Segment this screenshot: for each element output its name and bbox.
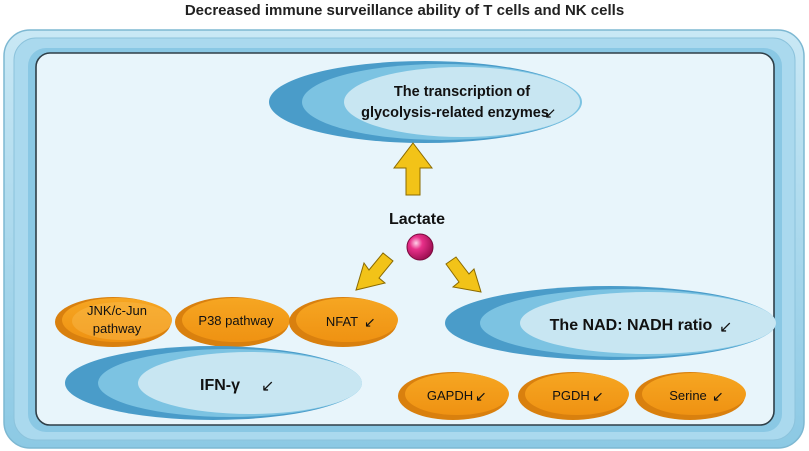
nad-label: The NAD: NADH ratio — [550, 317, 713, 334]
pill-pgdh-label: PGDH — [552, 388, 590, 403]
transcription-line2: glycolysis-related enzymes — [361, 105, 549, 121]
pill-serine-label: Serine — [669, 388, 707, 403]
nad-down-arrow: ↙ — [719, 319, 732, 336]
arrow-down-right — [445, 256, 482, 293]
pill-p38: P38 pathway — [175, 297, 290, 347]
pill-jnk-line2: pathway — [93, 321, 142, 336]
pill-gapdh-label: GAPDH — [427, 388, 473, 403]
transcription-down-arrow: ↙ — [544, 105, 557, 122]
pill-pgdh-down-arrow: ↙ — [592, 388, 604, 404]
diagram-title: Decreased immune surveillance ability of… — [184, 2, 625, 19]
pill-serine: Serine ↙ — [635, 372, 746, 420]
transcription-node: The transcription of glycolysis-related … — [269, 61, 582, 143]
lactate-molecule-icon — [406, 233, 434, 261]
pill-jnk: JNK/c-Jun pathway — [55, 297, 172, 347]
transcription-line1: The transcription of — [394, 84, 530, 100]
arrow-up — [392, 142, 434, 196]
lactate-label: Lactate — [389, 211, 445, 228]
pill-gapdh: GAPDH ↙ — [398, 372, 509, 420]
pill-gapdh-down-arrow: ↙ — [475, 388, 487, 404]
arrow-down-left — [355, 252, 394, 291]
pill-jnk-line1: JNK/c-Jun — [87, 303, 147, 318]
pill-nfat-label: NFAT — [326, 314, 358, 329]
pill-serine-down-arrow: ↙ — [712, 388, 724, 404]
nad-node: The NAD: NADH ratio ↙ — [445, 286, 776, 360]
ifn-down-arrow: ↙ — [261, 378, 274, 395]
lactate-node: Lactate — [389, 211, 445, 261]
pill-p38-label: P38 pathway — [198, 313, 274, 328]
pill-pgdh: PGDH ↙ — [518, 372, 629, 420]
pill-nfat-down-arrow: ↙ — [364, 314, 376, 330]
ifn-node: IFN-γ ↙ — [65, 346, 362, 420]
pill-nfat: NFAT ↙ — [289, 297, 398, 347]
ifn-label: IFN-γ — [200, 377, 240, 394]
